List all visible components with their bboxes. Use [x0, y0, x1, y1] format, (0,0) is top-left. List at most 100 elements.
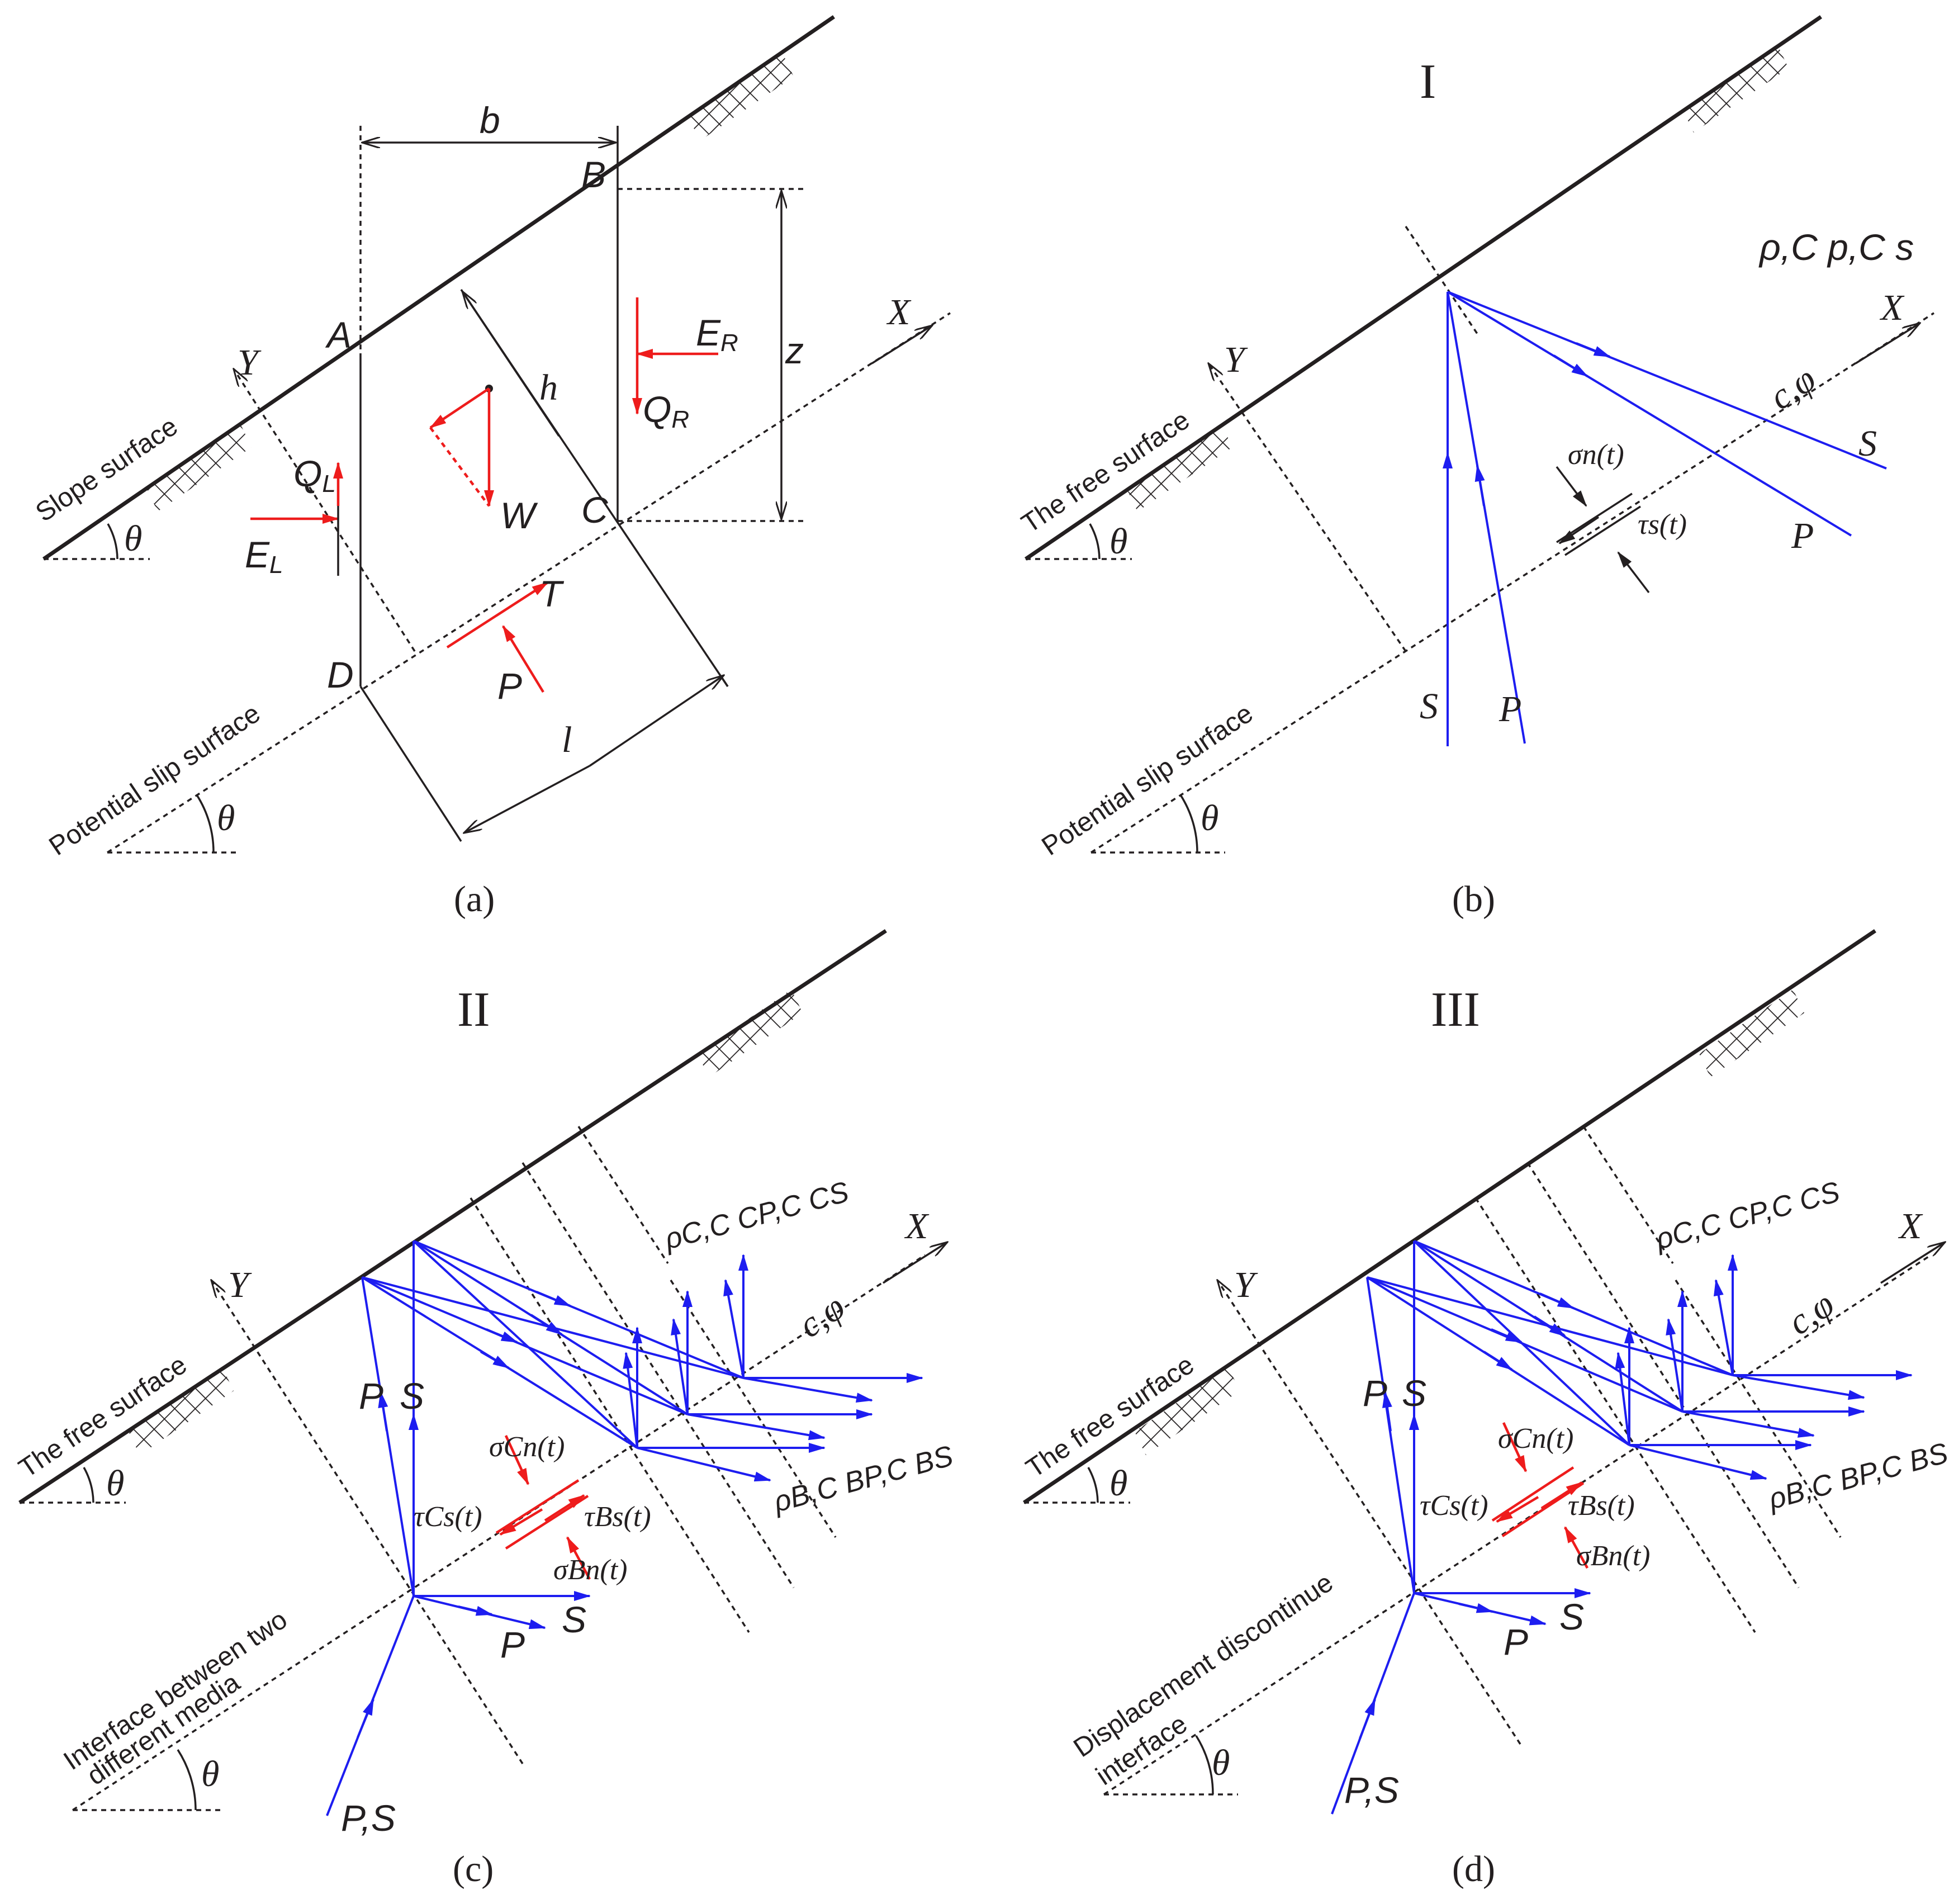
hatch-c-lower	[129, 1367, 234, 1455]
panel-a: θ θ X Y b z h l A B	[31, 15, 951, 920]
x-axis-b-arrow	[1855, 323, 1920, 364]
angle-c-label-top: θ	[106, 1463, 124, 1504]
dim-h-label: h	[539, 367, 558, 408]
wave-c-incident-label: P,S	[341, 1797, 396, 1839]
angle-arc-top	[107, 523, 118, 560]
stress-d-tau-b	[1540, 1481, 1583, 1509]
angle-label-bottom: θ	[217, 798, 235, 839]
angle-arc-bottom	[196, 794, 215, 853]
ray-d-fan-5	[1413, 1240, 1630, 1446]
ray-P-reflected-head	[1553, 354, 1588, 377]
force-W-component-1	[429, 387, 490, 429]
normal-d-4	[1675, 1280, 1842, 1538]
normal-c-2	[521, 1162, 795, 1588]
ray-P-incident	[1447, 291, 1526, 744]
ray-c-up-6	[723, 1279, 744, 1379]
y-axis-b-label: Y	[1224, 339, 1248, 380]
stress-element-bottom	[1564, 505, 1641, 556]
force-T-label: T	[539, 573, 565, 614]
ray-c-fan-3	[413, 1240, 744, 1379]
params-bottom-d: ρB,C BP,C BS	[1764, 1437, 1949, 1516]
ray-S-reflected-head	[1576, 342, 1611, 358]
ray-d-incident-head	[1359, 1698, 1376, 1739]
normal-b-dashed	[1405, 226, 1479, 336]
hatch-b-upper	[1682, 45, 1789, 132]
wave-d-S-refl-label: S	[1559, 1596, 1584, 1637]
ray-c-up-4	[671, 1318, 689, 1415]
ray-P-reflected	[1447, 291, 1852, 537]
ray-d-fan-head-2	[1491, 1328, 1523, 1343]
sigma-b-label: σBn(t)	[553, 1554, 628, 1586]
ray-c-to-top-left-head	[378, 1391, 388, 1432]
point-B-label: B	[581, 154, 606, 195]
ray-c-out-4	[687, 1413, 826, 1441]
force-QL-label: QL	[293, 453, 336, 498]
tau-d-b-label: τBs(t)	[1568, 1490, 1635, 1522]
hatch-c-upper	[698, 989, 803, 1077]
panel-b: I θ θ X Y S P S P σn(t) τs(t)	[1017, 15, 1934, 920]
normal-d-3	[1582, 1126, 1674, 1264]
roman-II: II	[457, 983, 490, 1037]
wave-d-S-label: S	[1402, 1372, 1426, 1414]
angle-d-label-bottom: θ	[1212, 1742, 1230, 1783]
angle-label-top: θ	[124, 518, 142, 559]
dim-l-arrow-1	[589, 675, 724, 767]
angle-d-arc-top	[1087, 1467, 1099, 1503]
ray-c-to-top-left	[361, 1277, 415, 1597]
ray-d-to-top-left-head	[1382, 1391, 1392, 1432]
ray-P-incident-head	[1474, 465, 1485, 506]
wave-c-P-label: P	[359, 1375, 383, 1417]
x-axis-c-arrow	[883, 1242, 947, 1284]
slip-b-label: Potential slip surface	[1037, 699, 1259, 862]
point-D-label: D	[327, 654, 354, 695]
ray-c-up-2	[623, 1352, 638, 1448]
roman-I: I	[1420, 55, 1436, 109]
ray-S-reflected	[1447, 291, 1887, 470]
point-C-label: C	[581, 489, 609, 531]
ray-c-incident-head	[357, 1698, 374, 1738]
normal-c-1	[470, 1197, 750, 1633]
ray-c-fan-2	[362, 1276, 688, 1415]
sigma-d-c-label: σCn(t)	[1498, 1423, 1573, 1455]
ray-d-fan-head-4	[1533, 1315, 1566, 1337]
potential-slip-line	[107, 312, 951, 854]
angle-d-arc-bottom	[1195, 1735, 1214, 1795]
sigma-n-arrow-2	[1617, 551, 1650, 594]
normal-d-1	[1474, 1197, 1756, 1633]
wave-P-in-label: P	[1498, 689, 1521, 730]
angle-c-arc-bottom	[177, 1749, 197, 1811]
normal-c-3	[577, 1126, 669, 1264]
tau-b-label: τBs(t)	[584, 1501, 651, 1533]
x-axis-c-label: X	[904, 1206, 930, 1247]
ray-c-out-2	[637, 1447, 771, 1482]
force-T-arrow	[446, 581, 549, 648]
x-axis-b-label: X	[1879, 287, 1905, 328]
ray-d-refl-P-head	[1458, 1603, 1493, 1613]
ray-d-up-2	[1615, 1352, 1630, 1446]
stress-element-top	[1556, 492, 1633, 543]
wave-S-in-label: S	[1420, 686, 1438, 727]
ray-c-refl-P-head	[458, 1605, 493, 1616]
slope-surface-label: Slope surface	[31, 411, 183, 528]
ray-d-out-6	[1732, 1374, 1865, 1400]
strength-d: c,φ	[1781, 1283, 1842, 1343]
stress-d-tau-c	[1496, 1496, 1539, 1523]
angle-d-label-top: θ	[1109, 1463, 1127, 1504]
wave-P-out-label: P	[1791, 515, 1814, 556]
normal-c-4	[670, 1280, 837, 1538]
ray-d-up-4	[1666, 1318, 1684, 1412]
wave-c-S-label: S	[400, 1375, 424, 1417]
y-axis-b-line	[1208, 363, 1407, 652]
angle-c-arc-top	[83, 1467, 94, 1503]
wave-d-P-refl-label: P	[1504, 1621, 1528, 1663]
ray-d-to-top-left	[1366, 1277, 1415, 1594]
hatch-d-lower	[1135, 1367, 1240, 1455]
dim-l-tick	[720, 676, 729, 687]
params-top-d: ρC,C CP,C CS	[1651, 1176, 1843, 1256]
caption-a: (a)	[454, 879, 495, 920]
force-W-label: W	[500, 495, 538, 536]
ray-c-fan-head-2	[486, 1328, 518, 1343]
ray-d-fan-head-1	[1483, 1351, 1513, 1371]
force-P-label: P	[497, 665, 522, 707]
